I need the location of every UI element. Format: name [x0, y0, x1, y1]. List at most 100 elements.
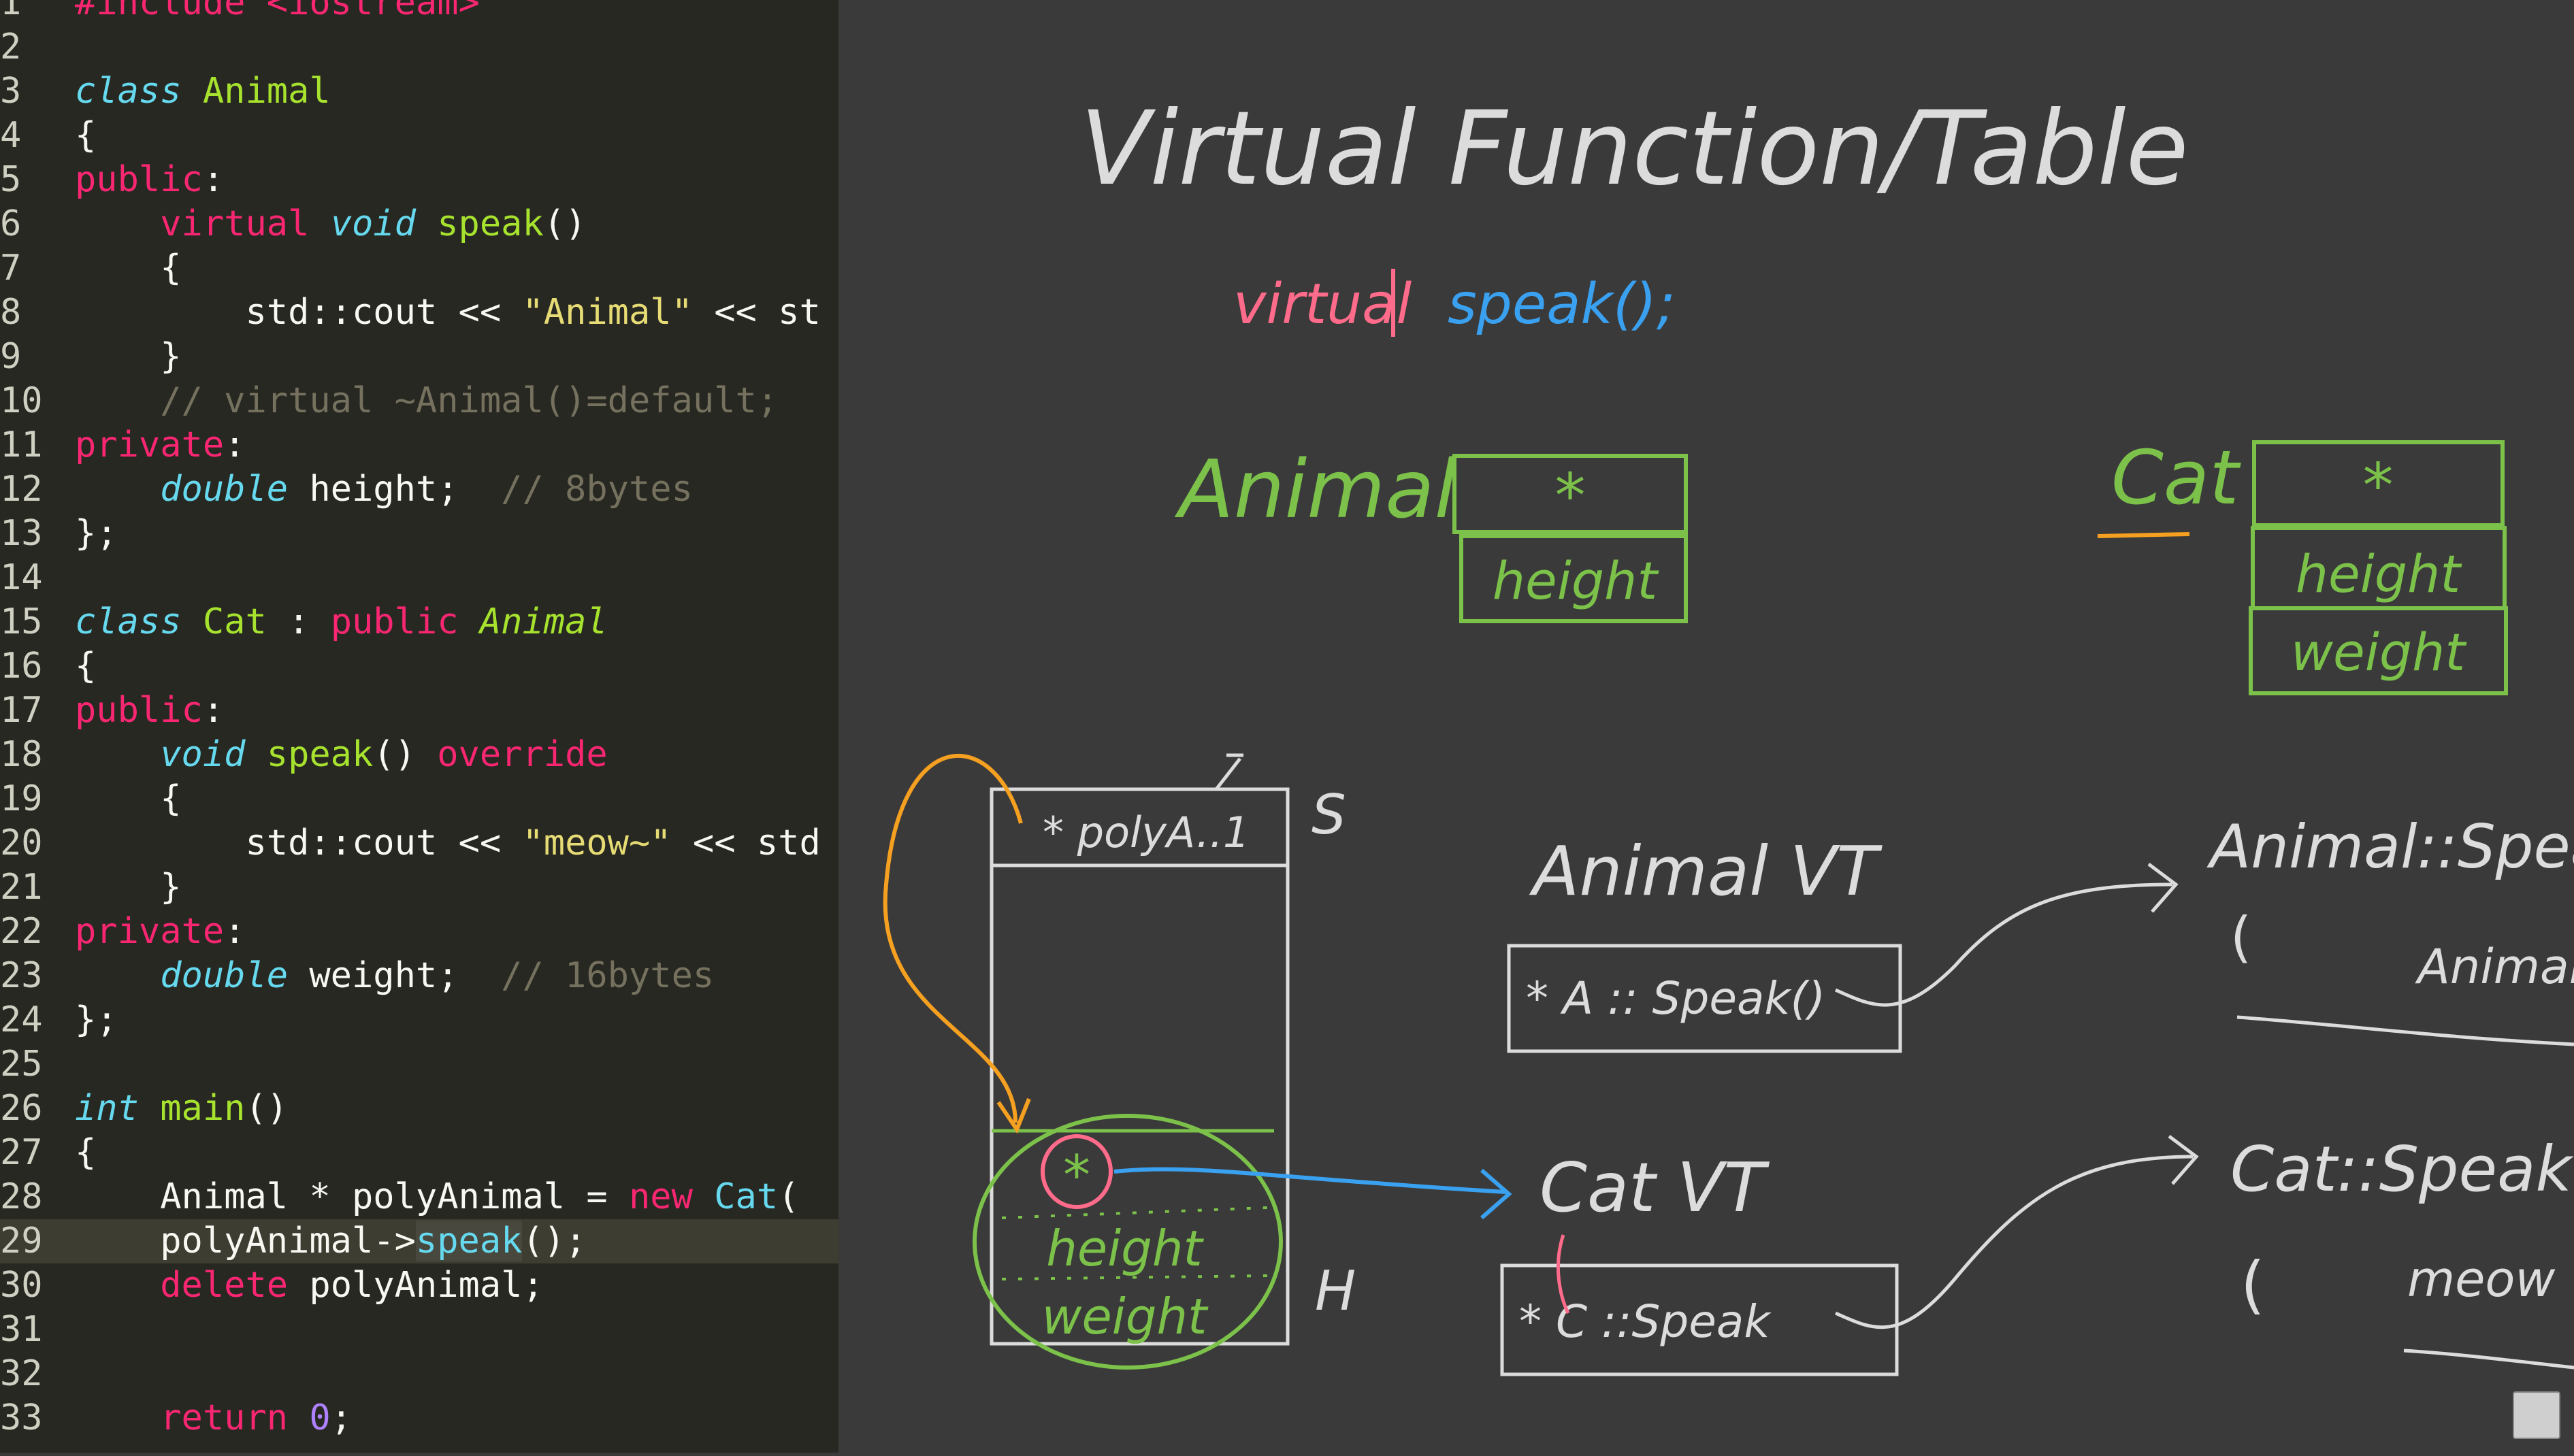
cat-vptr-cell	[2252, 440, 2505, 527]
line-code[interactable]: }	[75, 335, 182, 379]
code-token: return	[160, 1397, 310, 1438]
code-token: virtual	[75, 203, 331, 244]
heap-label: H	[1315, 1259, 1356, 1323]
code-line[interactable]: 14	[0, 556, 838, 600]
line-number: 16	[0, 646, 43, 686]
line-number: 14	[0, 557, 43, 598]
line-code[interactable]: delete polyAnimal;	[75, 1263, 544, 1308]
code-line[interactable]: 5 public:	[0, 158, 838, 202]
code-line[interactable]: 32	[0, 1352, 838, 1396]
vptr-arrow-blue	[1113, 1167, 1506, 1194]
code-line[interactable]: 6 virtual void speak()	[0, 202, 838, 246]
line-number: 2	[0, 27, 22, 67]
line-code[interactable]: int main()	[75, 1087, 288, 1131]
line-code[interactable]: polyAnimal->speak();	[75, 1219, 586, 1263]
code-token: :	[224, 425, 246, 465]
code-line[interactable]: 18 void speak() override	[0, 733, 838, 777]
line-number: 3	[0, 71, 22, 112]
code-line[interactable]: 27{	[0, 1131, 838, 1175]
line-code[interactable]: // virtual ~Animal()=default;	[75, 379, 778, 423]
line-code[interactable]: void speak() override	[75, 733, 607, 777]
code-token: void	[330, 203, 438, 244]
code-line[interactable]: 24};	[0, 998, 838, 1042]
line-code[interactable]: public:	[75, 689, 224, 733]
heap-height-text: height	[1046, 1220, 1204, 1277]
line-number: 11	[0, 425, 43, 465]
code-line[interactable]: 7 {	[0, 246, 838, 291]
code-token: }	[75, 336, 182, 377]
code-line[interactable]: 16 {	[0, 644, 838, 689]
line-code[interactable]: double height; // 8bytes	[75, 467, 693, 512]
code-line[interactable]: 9 }	[0, 335, 838, 379]
line-code[interactable]: class Animal	[75, 69, 331, 114]
line-code[interactable]: std::cout << "Animal" << st	[75, 291, 820, 335]
line-code[interactable]: {	[75, 1131, 96, 1175]
code-line[interactable]: 31	[0, 1308, 838, 1352]
code-line[interactable]: 4{	[0, 114, 838, 158]
line-code[interactable]: };	[75, 998, 118, 1042]
code-line[interactable]: 29 polyAnimal->speak();	[0, 1219, 838, 1263]
line-code[interactable]: {	[75, 777, 181, 821]
code-token: Animal	[202, 71, 331, 112]
code-token: (	[778, 1176, 800, 1217]
code-line[interactable]: 10 // virtual ~Animal()=default;	[0, 379, 838, 423]
line-number: 5	[0, 159, 22, 200]
code-token: class	[75, 71, 203, 112]
code-line[interactable]: 11 private:	[0, 423, 838, 467]
line-number: 30	[0, 1265, 43, 1306]
code-token: ()	[245, 1088, 289, 1129]
code-line[interactable]: 25	[0, 1042, 838, 1087]
code-line[interactable]: 19 {	[0, 777, 838, 821]
code-line[interactable]: 21 }	[0, 865, 838, 910]
code-line[interactable]: 23 double weight; // 16bytes	[0, 954, 838, 998]
animal-height-cell	[1459, 534, 1688, 623]
heap-vptr-star: *	[1063, 1144, 1090, 1207]
code-token: private	[75, 911, 225, 952]
line-code[interactable]: virtual void speak()	[75, 202, 586, 246]
code-line[interactable]: 8 std::cout << "Animal" << st	[0, 291, 838, 335]
code-line[interactable]: 1#include <iostream>	[0, 0, 838, 25]
code-token: "meow~"	[522, 823, 672, 863]
line-code[interactable]: Animal * polyAnimal = new Cat(	[75, 1175, 799, 1219]
code-line[interactable]: 3 class Animal	[0, 69, 838, 114]
line-code[interactable]: private:	[75, 910, 245, 954]
line-code[interactable]: {	[75, 246, 182, 291]
code-line[interactable]: 20 std::cout << "meow~" << std	[0, 821, 838, 865]
presenter-avatar	[2513, 1391, 2560, 1439]
line-number: 6	[0, 203, 22, 244]
code-line[interactable]: 30 delete polyAnimal;	[0, 1263, 838, 1308]
code-line[interactable]: 12 double height; // 8bytes	[0, 467, 838, 512]
line-code[interactable]: return 0;	[75, 1396, 352, 1440]
code-token: ()	[373, 734, 438, 775]
line-number: 28	[0, 1176, 43, 1217]
line-code[interactable]: }	[75, 865, 181, 910]
code-token: {	[75, 115, 97, 156]
line-code[interactable]: public:	[75, 158, 224, 202]
code-token: ();	[522, 1221, 587, 1261]
line-code[interactable]: {	[75, 644, 96, 689]
line-code[interactable]: double weight; // 16bytes	[75, 954, 714, 998]
animal-vt-box	[1507, 944, 1902, 1053]
code-line[interactable]: 33 return 0;	[0, 1396, 838, 1440]
line-code[interactable]: std::cout << "meow~" << std	[75, 821, 820, 865]
line-code[interactable]: #include <iostream>	[75, 0, 480, 25]
line-code[interactable]: private:	[75, 423, 245, 467]
code-line[interactable]: 2	[0, 25, 838, 69]
line-code[interactable]: };	[75, 512, 118, 556]
animal-vptr-star: *	[1555, 461, 1586, 532]
code-token: {	[75, 248, 182, 288]
cat-underline	[2097, 532, 2190, 538]
code-line[interactable]: 13};	[0, 512, 838, 556]
code-token: new	[628, 1176, 715, 1217]
line-code[interactable]: {	[75, 114, 96, 158]
heap-weight-text: weight	[1042, 1288, 1209, 1345]
line-number: 18	[0, 734, 43, 775]
code-line[interactable]: 28 Animal * polyAnimal = new Cat(	[0, 1175, 838, 1219]
code-token: void	[75, 734, 267, 775]
line-code[interactable]: class Cat : public Animal	[75, 600, 608, 644]
